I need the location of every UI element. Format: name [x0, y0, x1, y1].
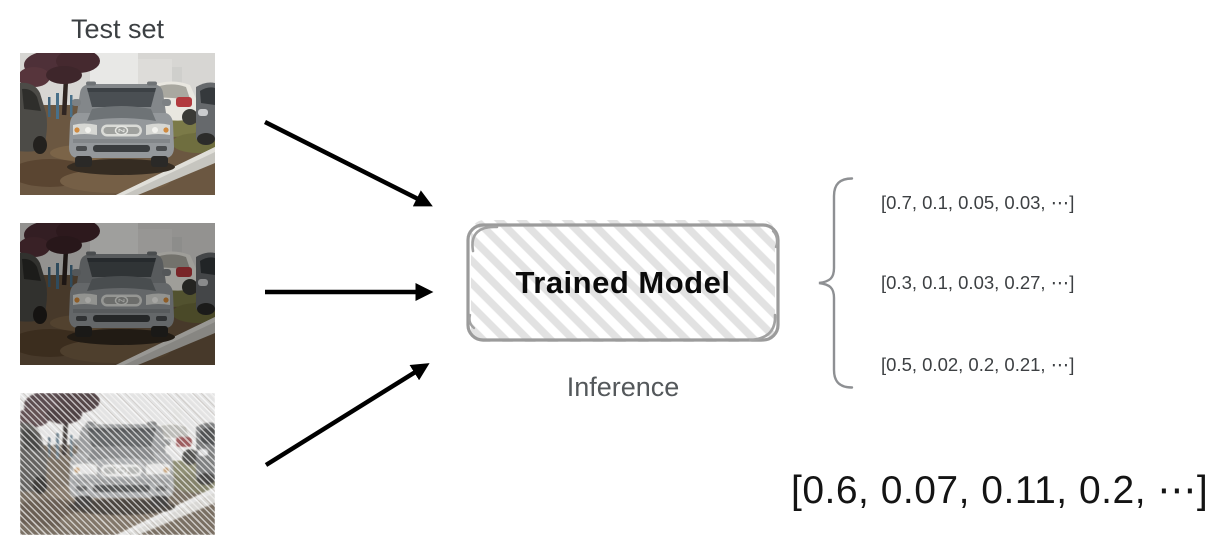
output-vector-3: [0.5, 0.02, 0.2, 0.21, ⋯]: [881, 354, 1075, 375]
inference-label: Inference: [566, 372, 680, 402]
test-image-darkened: [20, 223, 215, 365]
sketch-box-icon: [466, 220, 780, 342]
output-vector-1: [0.7, 0.1, 0.05, 0.03, ⋯]: [881, 192, 1075, 213]
trained-model-box: Trained Model: [464, 219, 782, 346]
test-set-label: Test set: [70, 14, 165, 44]
car-photo-icon: [20, 223, 215, 365]
flow-arrow-top: [263, 119, 433, 207]
test-image-clean: [20, 53, 215, 195]
output-vector-2: [0.3, 0.1, 0.03, 0.27, ⋯]: [881, 272, 1075, 293]
highlighted-output-vector: [0.6, 0.07, 0.11, 0.2, ⋯]: [791, 469, 1209, 512]
car-photo-icon: [20, 53, 215, 195]
test-image-noisy: [20, 393, 215, 535]
car-photo-icon: [20, 393, 215, 535]
curly-brace-icon: [818, 177, 854, 389]
flow-arrow-bottom: [264, 363, 430, 467]
trained-model-label: Trained Model: [515, 264, 731, 300]
